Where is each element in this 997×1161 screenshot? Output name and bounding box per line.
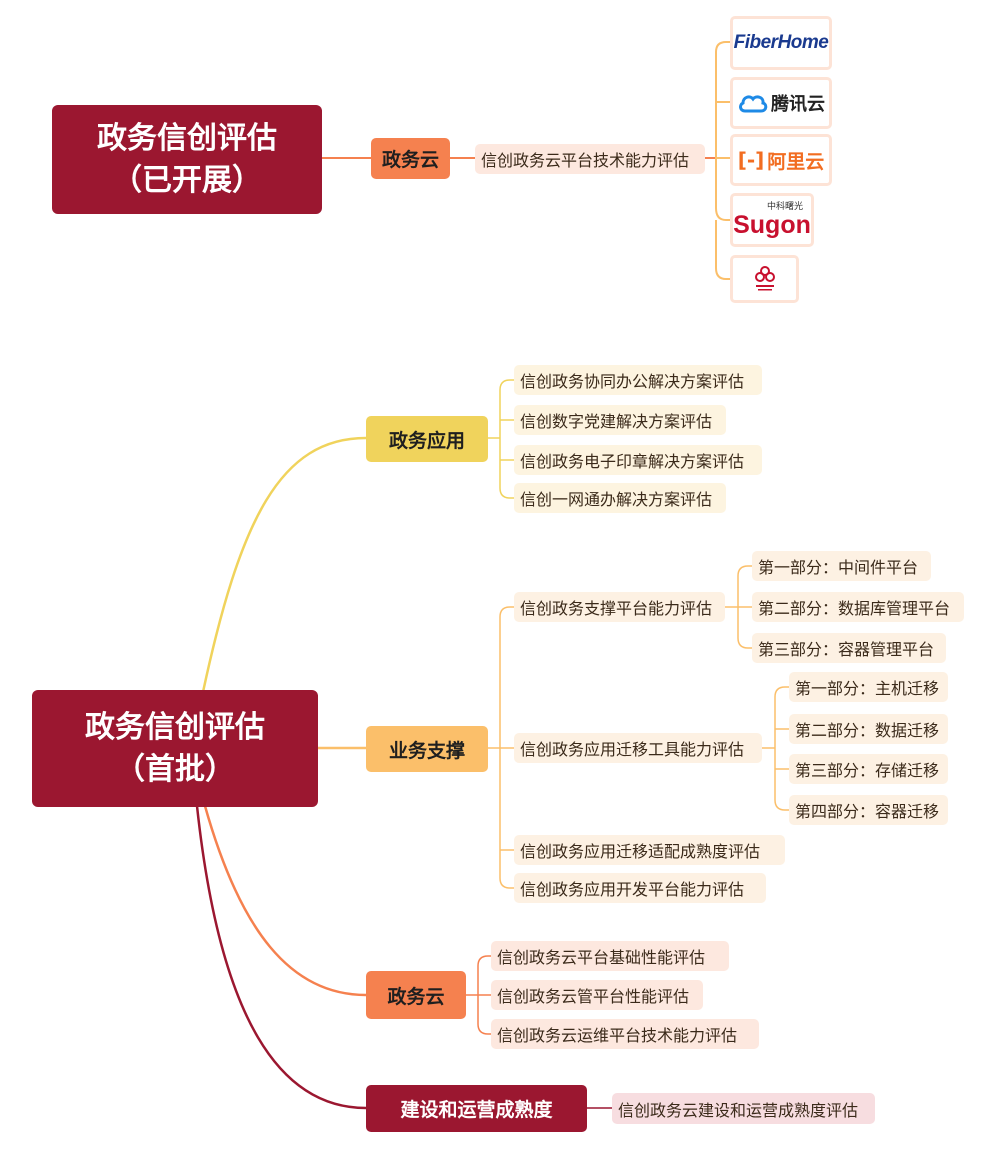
connector-root-to-maturity [195,805,367,1110]
cloud-item: 信创政务云管平台性能评估 [491,980,703,1010]
cloud-item: 信创政务云平台基础性能评估 [491,941,729,971]
migration-part: 第三部分：存储迁移 [789,754,948,784]
top-branch-cloud: 政务云 [371,138,450,179]
bottom-root-title: 政务信创评估 [85,709,265,745]
connector-root-to-apps [201,436,367,693]
top-root-subtitle: （已开展） [112,162,262,198]
sugon-logo-sub: 中科曙光 [766,202,803,212]
top-root-title: 政务信创评估 [97,120,277,156]
apps-item: 信创政务协同办公解决方案评估 [514,365,762,395]
sugon-logo-text: Sugon [733,211,811,239]
platform-part: 第二部分：数据库管理平台 [752,592,964,622]
aliyun-logo: [-] 阿里云 [730,134,832,186]
support-platform-eval: 信创政务支撑平台能力评估 [514,592,725,622]
apps-item: 信创数字党建解决方案评估 [514,405,726,435]
support-other-eval: 信创政务应用迁移适配成熟度评估 [514,835,785,865]
aliyun-bracket-icon: [-] [737,148,765,172]
migration-part: 第二部分：数据迁移 [789,714,948,744]
cloud-item: 信创政务云运维平台技术能力评估 [491,1019,759,1049]
migration-part: 第四部分：容器迁移 [789,795,948,825]
support-other-eval: 信创政务应用开发平台能力评估 [514,873,766,903]
small-cloud-icon [754,266,775,291]
maturity-item: 信创政务云建设和运营成熟度评估 [612,1093,875,1124]
branch-cloud: 政务云 [366,971,466,1019]
top-root-node: 政务信创评估 （已开展） [52,105,322,214]
branch-support: 业务支撑 [366,726,488,772]
sugon-logo: 中科曙光 Sugon [730,193,814,247]
top-leaf-cloud-eval: 信创政务云平台技术能力评估 [475,144,705,174]
apps-item: 信创政务电子印章解决方案评估 [514,445,762,475]
branch-maturity: 建设和运营成熟度 [366,1085,587,1132]
migration-part: 第一部分：主机迁移 [789,672,948,702]
bottom-root-subtitle: （首批） [115,751,235,787]
cloud-logo-small [730,255,799,303]
branch-apps: 政务应用 [366,416,488,462]
support-migration-eval: 信创政务应用迁移工具能力评估 [514,733,762,763]
tencent-cloud-logo-text: 腾讯云 [771,94,825,115]
aliyun-logo-text: 阿里云 [767,150,825,173]
connector-root-to-cloud2 [203,805,367,997]
fiberhome-logo-text: FiberHome [733,32,829,53]
platform-part: 第一部分：中间件平台 [752,551,931,581]
tencent-cloud-icon [739,95,768,113]
tencent-cloud-logo: 腾讯云 [730,77,832,129]
fiberhome-logo: FiberHome [730,16,832,70]
platform-part: 第三部分：容器管理平台 [752,633,946,663]
bottom-root-node: 政务信创评估 （首批） [32,690,318,807]
apps-item: 信创一网通办解决方案评估 [514,483,726,513]
